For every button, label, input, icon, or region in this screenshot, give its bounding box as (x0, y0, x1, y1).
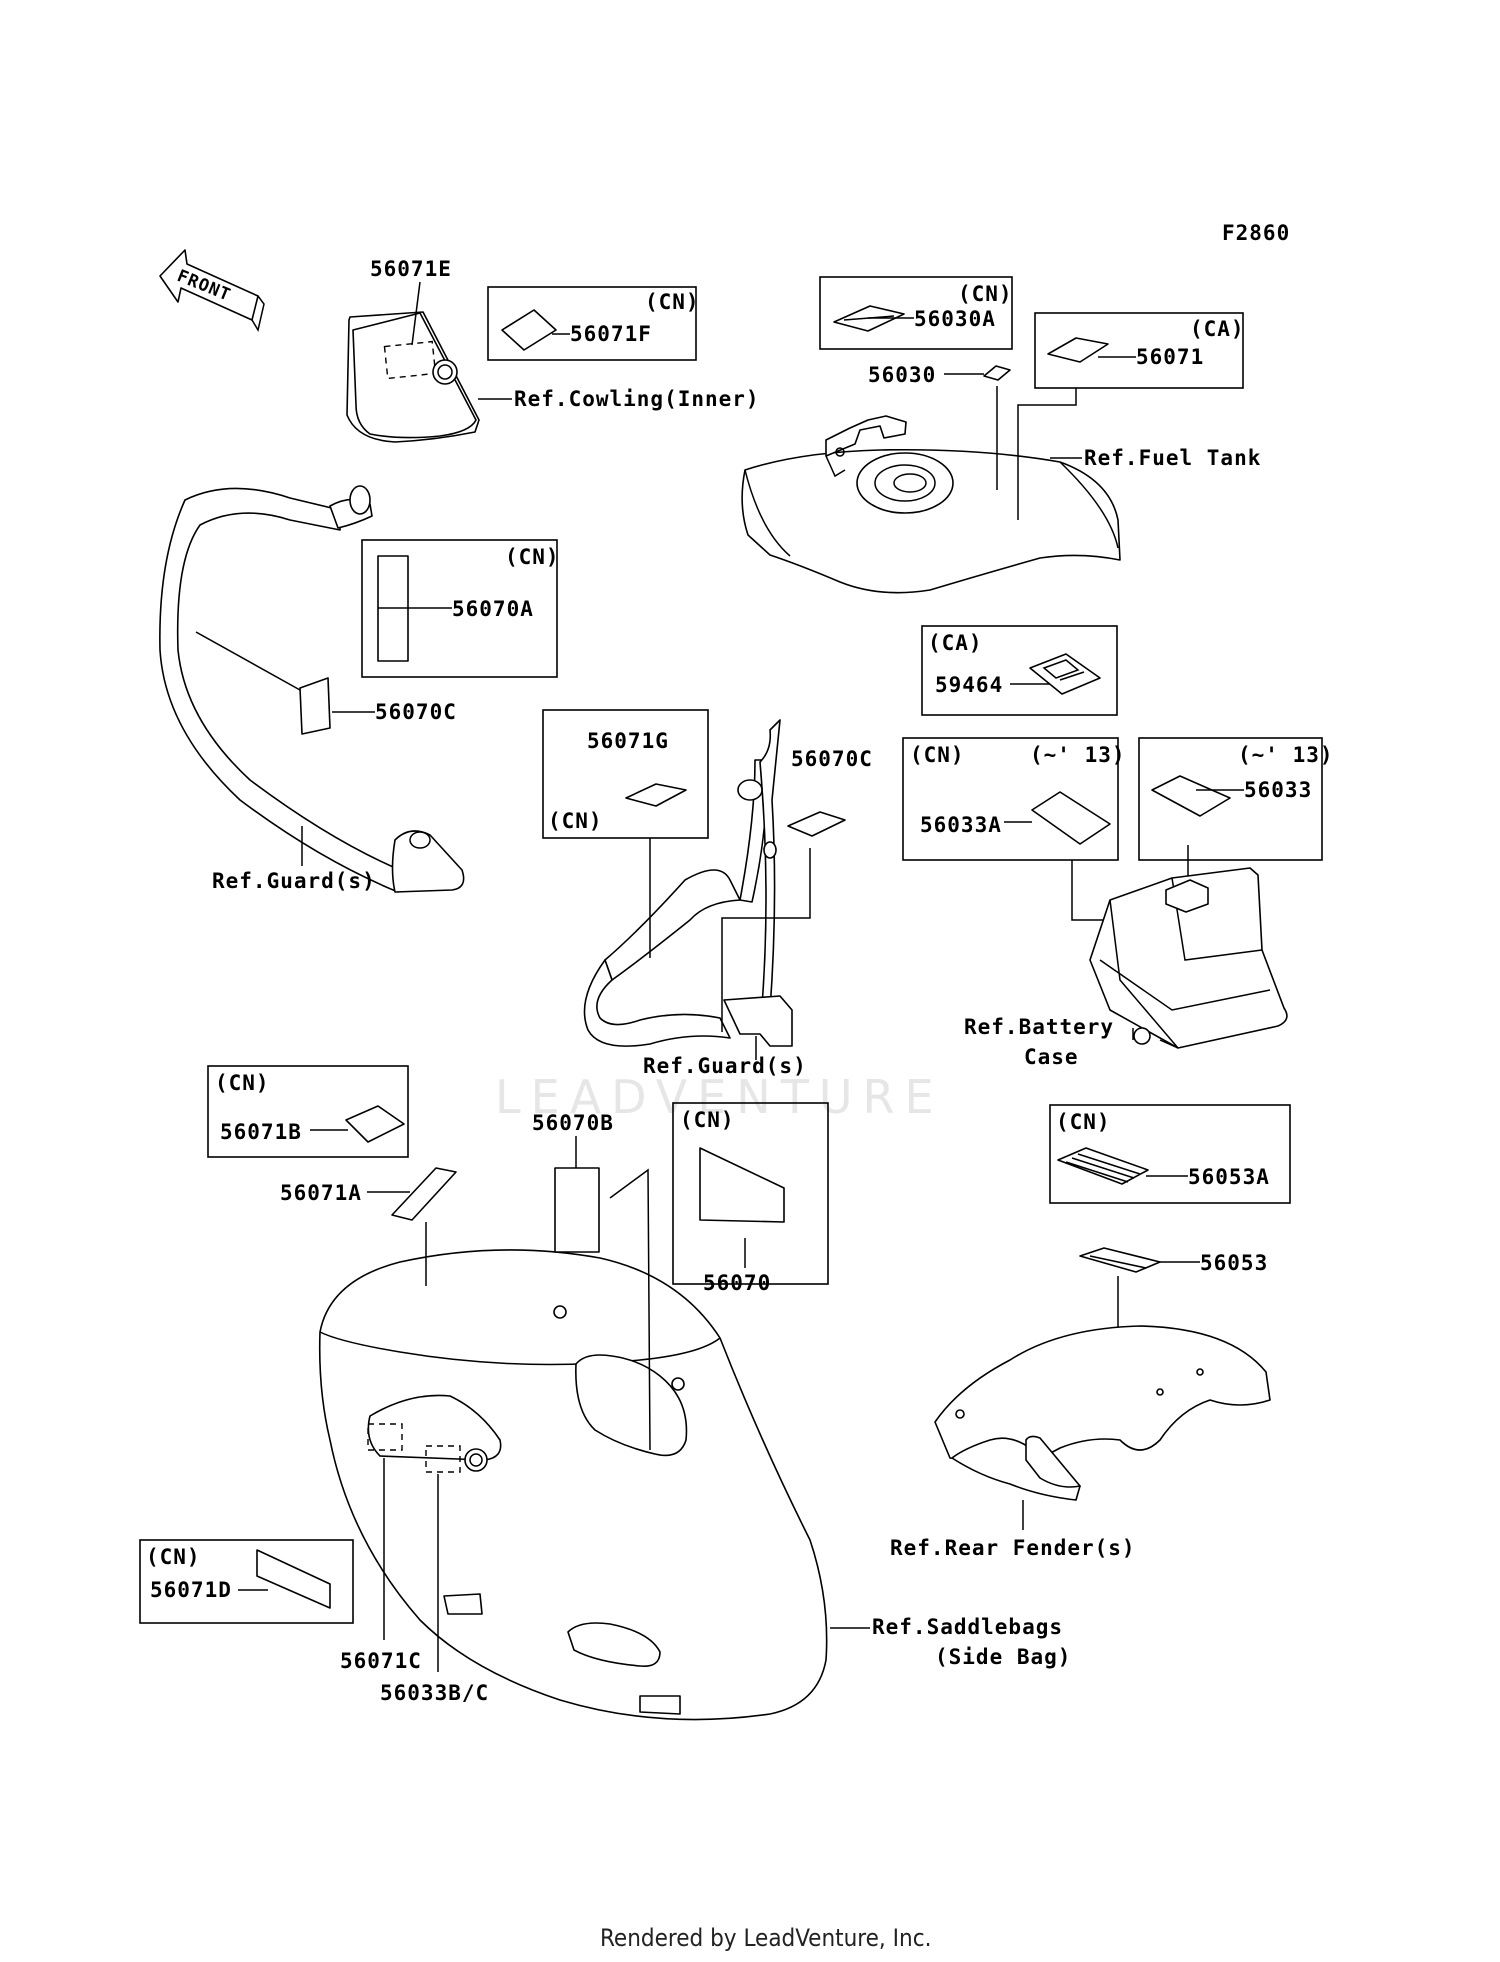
ref-rear-fender: Ref.Rear Fender(s) (890, 1536, 1136, 1560)
label-56030A: 56030A (914, 307, 996, 331)
label-56070A: 56070A (452, 597, 534, 621)
label-56033A: 56033A (920, 813, 1002, 837)
label-56030: 56030 (868, 363, 936, 387)
tag-y13-56033: (~' 13) (1238, 743, 1334, 767)
tag-y13-56033A: (~' 13) (1030, 743, 1126, 767)
label-56071F: 56071F (570, 322, 652, 346)
ref-battery-2: Case (1024, 1045, 1079, 1069)
front-arrow-icon: FRONT (159, 249, 265, 332)
figure-id: F2860 (1222, 221, 1290, 245)
ref-saddlebags-2: (Side Bag) (935, 1645, 1071, 1669)
callout-box-56071D (139, 1539, 354, 1624)
ref-cowling: Ref.Cowling(Inner) (514, 387, 760, 411)
decal-56071G (625, 783, 687, 807)
label-56053A: 56053A (1188, 1165, 1270, 1189)
callout-box-56033A (902, 737, 1119, 861)
callout-box-56030A (819, 276, 1013, 350)
footer-credit: Rendered by LeadVenture, Inc. (600, 1924, 931, 1952)
decal-56071D (256, 1549, 331, 1609)
label-56070C-side: 56070C (791, 747, 873, 771)
tag-cn-56071B: (CN) (215, 1071, 270, 1095)
callout-box-59464 (921, 625, 1118, 716)
label-56071C: 56071C (340, 1649, 422, 1673)
callout-box-56070 (672, 1102, 829, 1285)
left-guard-part (159, 485, 465, 893)
label-56070B: 56070B (532, 1111, 614, 1135)
tag-ca-56071: (CA) (1190, 317, 1245, 341)
decal-56070B (554, 1167, 600, 1253)
tag-cn-56071F: (CN) (645, 290, 700, 314)
callout-box-56071G (542, 709, 709, 839)
decal-56033 (1151, 775, 1231, 817)
label-56070: 56070 (703, 1271, 771, 1295)
ref-guard-center: Ref.Guard(s) (643, 1054, 807, 1078)
ref-fuel-tank: Ref.Fuel Tank (1084, 446, 1261, 470)
label-56071G: 56071G (587, 729, 669, 753)
cowling-inner-part (346, 311, 480, 443)
callout-box-56071 (1034, 312, 1244, 389)
tag-cn-56070A: (CN) (505, 545, 560, 569)
ref-battery-1: Ref.Battery (964, 1015, 1114, 1039)
callout-box-56053A (1049, 1104, 1291, 1204)
decal-56071B (345, 1105, 405, 1143)
decal-56070C-guard (299, 677, 331, 735)
decal-56030 (983, 365, 1011, 381)
tag-cn-56071D: (CN) (146, 1545, 201, 1569)
label-56033BC: 56033B/C (380, 1681, 489, 1705)
callout-box-56070A (361, 539, 558, 678)
tag-cn-56030A: (CN) (958, 282, 1013, 306)
battery-case-part (1089, 867, 1288, 1049)
ref-saddlebags-1: Ref.Saddlebags (872, 1615, 1063, 1639)
callout-box-56071B (207, 1065, 409, 1158)
label-56033: 56033 (1244, 778, 1312, 802)
watermark: LEADVENTURE (495, 1070, 944, 1124)
tag-ca-59464: (CA) (928, 631, 983, 655)
decal-56053 (1079, 1247, 1161, 1273)
label-59464: 59464 (935, 673, 1003, 697)
callout-box-56033 (1138, 737, 1323, 861)
label-56071B: 56071B (220, 1120, 302, 1144)
label-56071: 56071 (1136, 345, 1204, 369)
tag-cn-56070: (CN) (680, 1108, 735, 1132)
decal-59464 (1029, 653, 1101, 695)
label-56070C-guard: 56070C (375, 700, 457, 724)
decal-56070 (699, 1147, 785, 1223)
decal-56071 (1047, 337, 1109, 363)
decal-56033A (1031, 791, 1111, 845)
decal-56070C-side (787, 811, 846, 837)
center-guard-part (583, 719, 793, 1047)
decal-56071F (501, 309, 557, 351)
rear-fender-part (934, 1325, 1271, 1501)
tag-cn-56071G: (CN) (548, 809, 603, 833)
fuel-tank-part (741, 415, 1121, 594)
label-56071A: 56071A (280, 1181, 362, 1205)
callout-box-56071F (487, 286, 697, 361)
label-56071D: 56071D (150, 1578, 232, 1602)
saddlebag-part (318, 1249, 828, 1721)
ref-guard-left: Ref.Guard(s) (212, 869, 376, 893)
tag-cn-56033A: (CN) (910, 743, 965, 767)
decal-56053A (1057, 1147, 1149, 1185)
label-56071E: 56071E (370, 257, 452, 281)
tag-cn-56053A: (CN) (1056, 1110, 1111, 1134)
decal-56071A (391, 1167, 457, 1221)
label-56053: 56053 (1200, 1251, 1268, 1275)
